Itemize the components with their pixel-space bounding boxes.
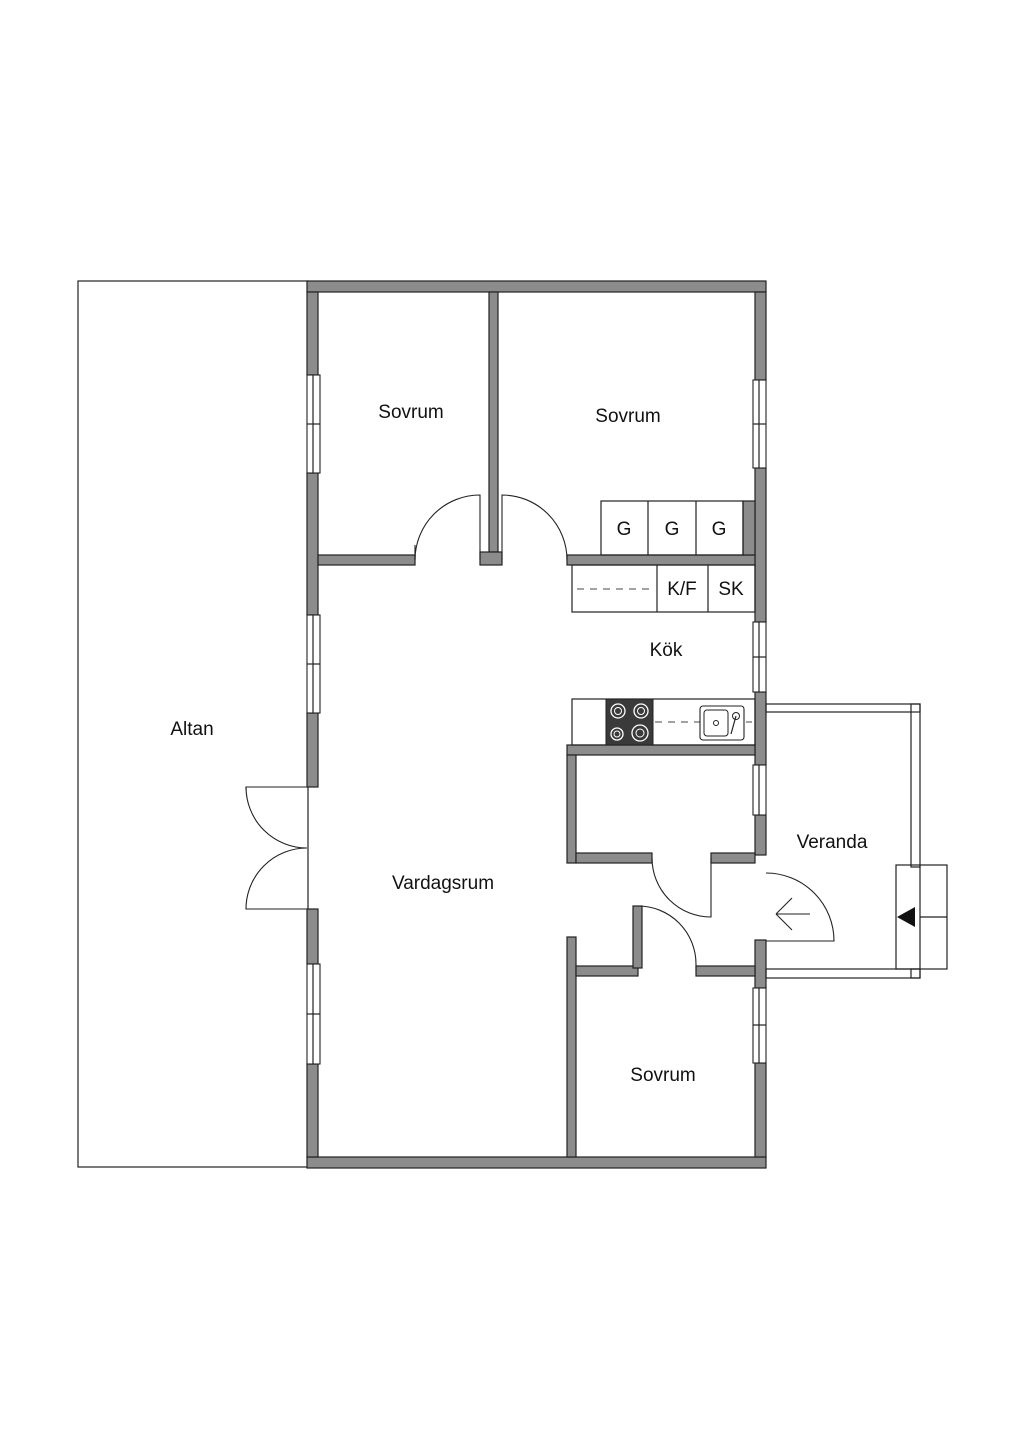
upper-counter (571, 564, 756, 613)
sink-icon (699, 705, 745, 741)
room-label-sovrum-bottom: Sovrum (630, 1065, 695, 1086)
entry-arrow-icon (897, 907, 915, 927)
wardrobe-label-3: G (712, 519, 727, 540)
room-label-vardagsrum: Vardagsrum (392, 873, 494, 894)
room-label-sovrum-top-left: Sovrum (378, 402, 443, 423)
room-label-kok: Kök (650, 640, 683, 661)
windows (306, 374, 767, 1065)
room-label-altan: Altan (170, 719, 213, 740)
doors (245, 494, 835, 971)
wardrobe-label-2: G (665, 519, 680, 540)
wardrobe-label-1: G (617, 519, 632, 540)
room-label-sovrum-top-right: Sovrum (595, 406, 660, 427)
room-label-veranda: Veranda (797, 832, 868, 853)
fridge-freezer-label: K/F (667, 579, 697, 600)
stove-icon (605, 698, 654, 746)
cabinet-label: SK (718, 579, 744, 600)
wardrobes (600, 500, 744, 556)
veranda-structure (765, 703, 948, 979)
walls (306, 280, 767, 1169)
